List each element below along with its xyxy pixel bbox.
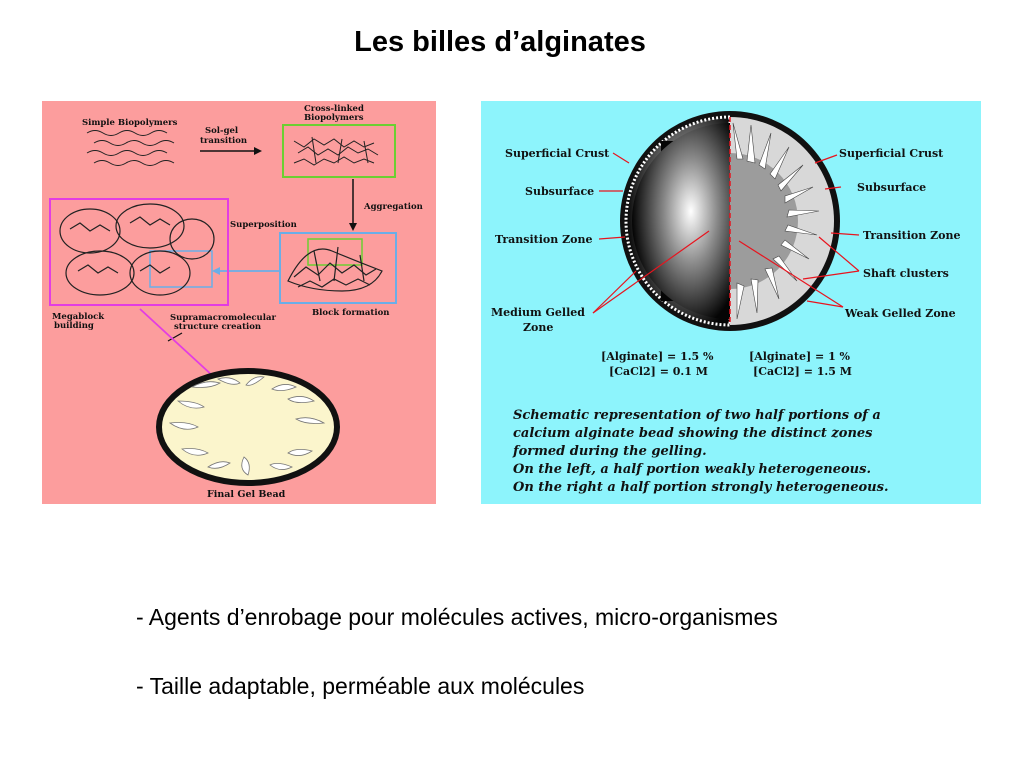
megablock-box	[49, 198, 229, 306]
block-inner-box	[307, 238, 363, 266]
crosslinked-network	[293, 136, 379, 166]
bead-shaft-clusters	[168, 376, 326, 476]
right-label-subsurface: Subsurface	[857, 181, 926, 194]
label-supra-2: structure creation	[174, 322, 261, 332]
arrow-aggregation-head	[349, 223, 357, 231]
label-crosslinked-2: Biopolymers	[304, 113, 364, 123]
left-label-zone: Zone	[523, 321, 553, 334]
right-condition-alginate: [Alginate] = 1 %	[749, 350, 851, 363]
bullet-item: - Agents d’enrobage pour molécules activ…	[136, 604, 778, 630]
block-network	[287, 246, 383, 292]
zone-arrows	[592, 152, 860, 314]
bead-right-shafts	[732, 122, 820, 320]
left-condition-cacl2: [CaCl2] = 0.1 M	[609, 365, 708, 378]
right-condition-cacl2: [CaCl2] = 1.5 M	[753, 365, 852, 378]
slide-title: Les billes d’alginates	[354, 26, 646, 58]
right-label-superficial-crust: Superficial Crust	[839, 147, 944, 160]
caption-line-2: calcium alginate bead showing the distin…	[513, 426, 873, 441]
right-label-shaft-clusters: Shaft clusters	[863, 267, 949, 280]
label-block-formation: Block formation	[312, 308, 389, 318]
bullet-item: - Taille adaptable, perméable aux molécu…	[136, 673, 585, 699]
label-sol-gel-1: Sol-gel	[205, 126, 239, 136]
label-simple-biopolymers: Simple Biopolymers	[82, 118, 178, 128]
left-label-subsurface: Subsurface	[525, 185, 594, 198]
diagram-caption: Schematic representation of two half por…	[512, 408, 888, 495]
block-formation-box	[279, 232, 397, 304]
right-label-transition-zone: Transition Zone	[863, 229, 960, 242]
arrow-supra	[167, 332, 183, 342]
caption-line-3: formed during the gelling.	[512, 444, 707, 459]
label-crosslinked-1: Cross-linked	[304, 104, 364, 114]
simple-biopolymers-strands	[86, 130, 175, 166]
arrow-megablock-to-bead	[139, 308, 215, 378]
label-aggregation: Aggregation	[363, 202, 423, 212]
label-superposition: Superposition	[230, 220, 297, 230]
caption-line-4: On the left, a half portion weakly heter…	[513, 462, 871, 477]
left-condition-alginate: [Alginate] = 1.5 %	[601, 350, 714, 363]
label-megablock-1: Megablock	[52, 312, 105, 322]
gelation-process-diagram: Simple Biopolymers Sol-gel transition Cr…	[42, 101, 436, 504]
arrow-superposition-head	[212, 267, 220, 275]
label-final-gel-bead: Final Gel Bead	[207, 489, 286, 500]
arrow-sol-gel-head	[254, 147, 262, 155]
megablock-inner-box	[149, 250, 213, 288]
crosslinked-box	[282, 124, 396, 178]
bead-left-half-overlay	[632, 123, 730, 319]
right-label-weak-gelled-zone: Weak Gelled Zone	[844, 307, 956, 320]
label-supra-1: Supramacromolecular	[170, 313, 276, 323]
caption-line-1: Schematic representation of two half por…	[513, 408, 881, 423]
label-sol-gel-2: transition	[200, 136, 247, 146]
megablock-network	[59, 203, 215, 296]
label-megablock-2: building	[54, 321, 94, 331]
left-label-superficial-crust: Superficial Crust	[505, 147, 610, 160]
left-label-medium-gelled: Medium Gelled	[491, 306, 585, 319]
caption-line-5: On the right a half portion strongly het…	[513, 480, 888, 495]
left-label-transition-zone: Transition Zone	[495, 233, 592, 246]
alginate-bead-zones-diagram: Superficial Crust Subsurface Transition …	[481, 101, 981, 504]
